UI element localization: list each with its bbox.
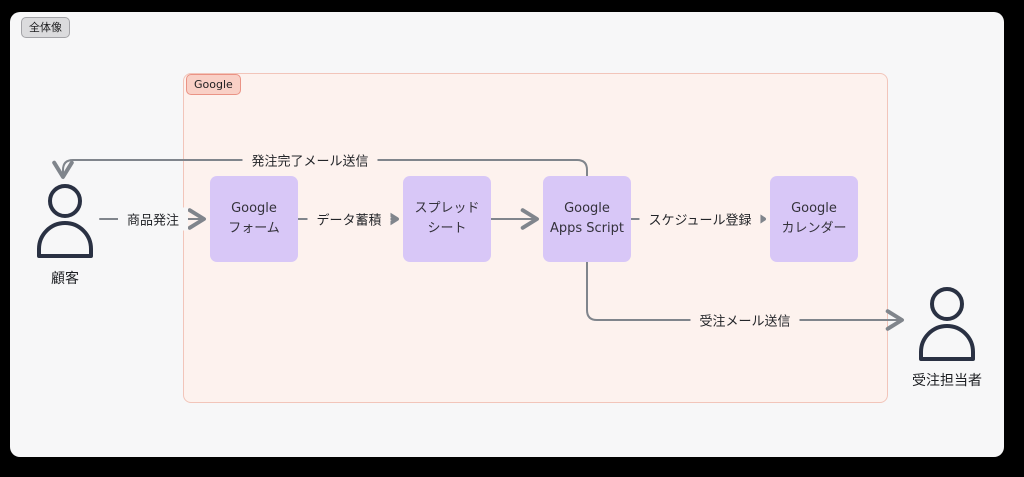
order-staff-node[interactable]	[915, 287, 979, 361]
calendar-node[interactable]: Google カレンダー	[770, 176, 858, 262]
spreadsheet-label-line1: スプレッド	[414, 200, 480, 216]
apps-script-label-line2: Apps Script	[549, 221, 624, 236]
edge-label-product-order[interactable]: 商品発注	[117, 207, 189, 231]
overview-badge[interactable]: 全体像	[21, 17, 70, 38]
spreadsheet-label-line2: シート	[427, 221, 467, 236]
google-group-label[interactable]: Google	[186, 74, 241, 95]
apps-script-node[interactable]: Google Apps Script	[543, 176, 631, 262]
edge-label-order-complete-mail[interactable]: 発注完了メール送信	[242, 148, 378, 172]
customer-label[interactable]: 顧客	[51, 271, 79, 287]
calendar-label-line2: カレンダー	[781, 221, 847, 236]
diagram-canvas: Google 全体像 顧客 Google フォーム	[10, 12, 1004, 457]
order-staff-label[interactable]: 受注担当者	[912, 373, 982, 389]
spreadsheet-node[interactable]: スプレッド シート	[403, 176, 491, 262]
calendar-label-line1: Google	[791, 200, 837, 216]
edge-label-order-received-mail[interactable]: 受注メール送信	[690, 308, 800, 332]
apps-script-label-line1: Google	[564, 200, 610, 216]
google-form-node[interactable]: Google フォーム	[210, 176, 298, 262]
google-form-label-line2: フォーム	[228, 221, 280, 236]
google-form-label-line1: Google	[231, 200, 277, 216]
person-icon	[919, 287, 975, 361]
person-icon	[37, 184, 93, 258]
customer-node[interactable]	[33, 184, 97, 258]
edge-label-data-accumulation[interactable]: データ蓄積	[307, 207, 391, 231]
edge-label-schedule-registration[interactable]: スケジュール登録	[639, 207, 761, 231]
